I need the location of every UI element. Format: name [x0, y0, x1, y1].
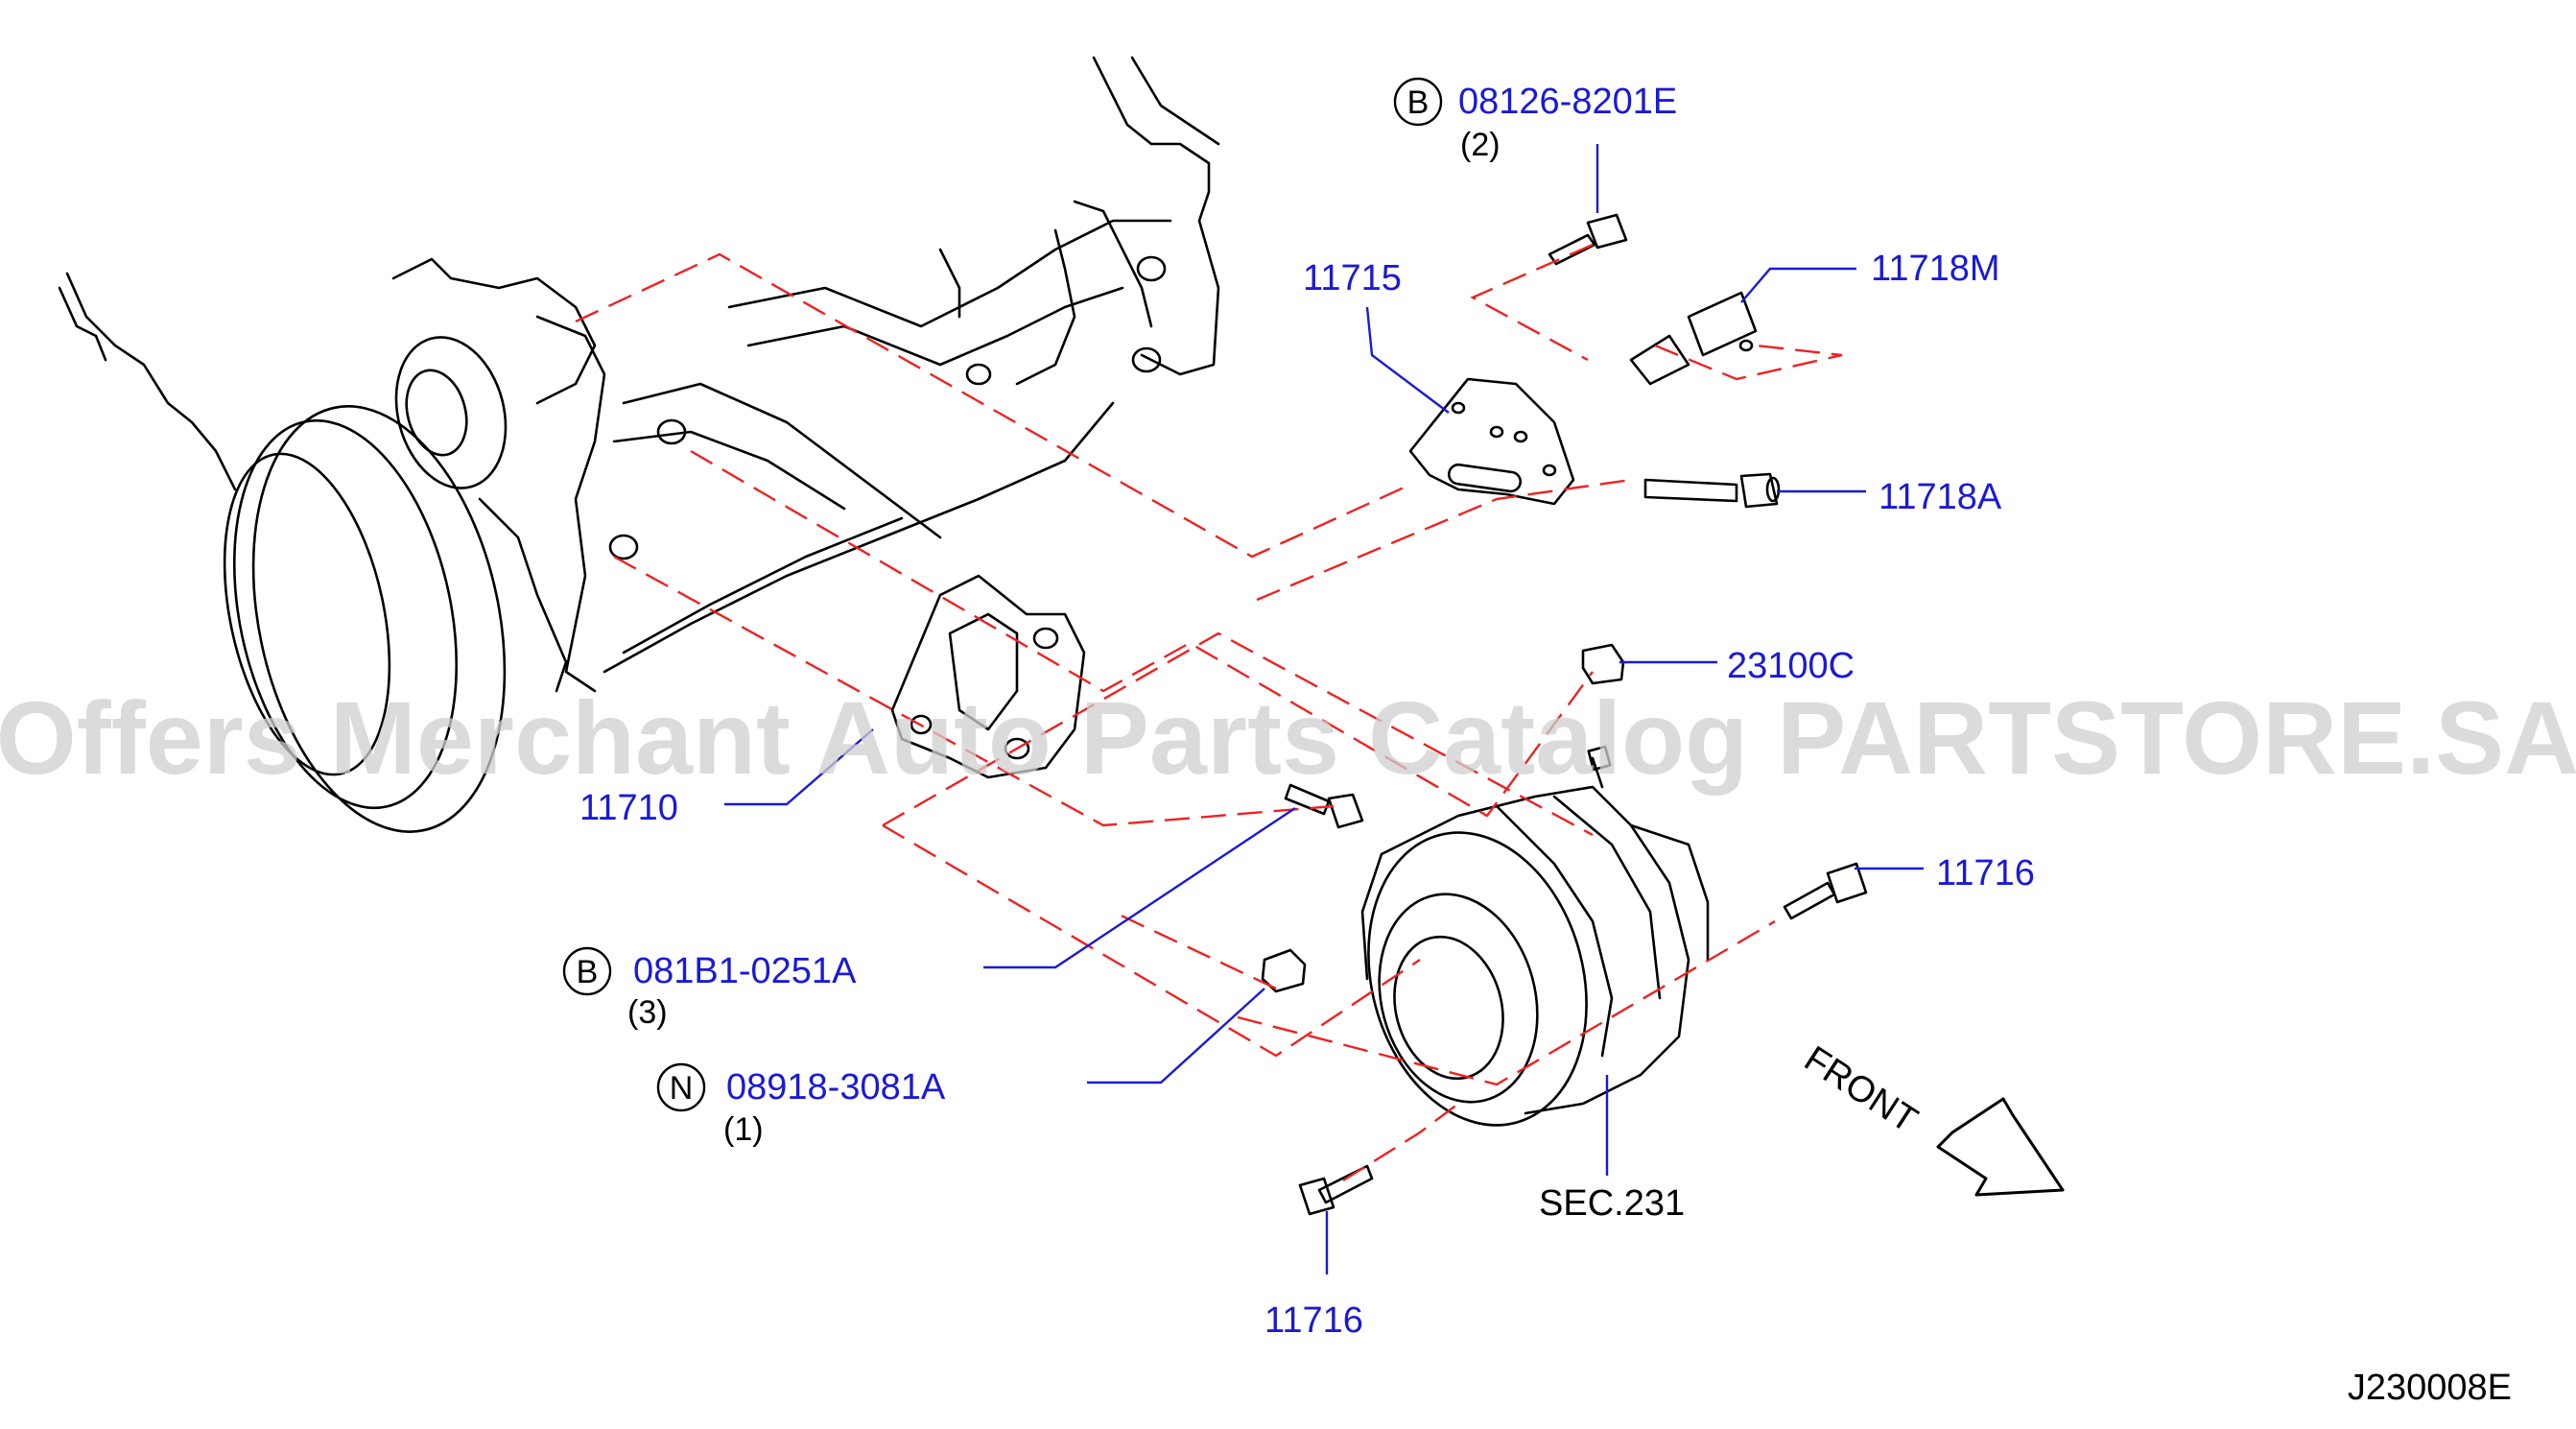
- phantom-lines: [575, 243, 1843, 1182]
- front-arrow-icon: [1936, 1097, 2065, 1197]
- drawing-id: J230008E: [2348, 1368, 2512, 1408]
- engine-block-drawing: [58, 56, 1220, 833]
- part-label-11718A[interactable]: 11718A: [1879, 477, 2002, 517]
- part-label-11715[interactable]: 11715: [1303, 258, 1402, 298]
- part-label-11716-bottom[interactable]: 11716: [1264, 1300, 1363, 1341]
- part-labels: 08126-8201E (2) 11715 11718M 11718A 2310…: [579, 82, 2035, 1341]
- qty-label-08126-8201E: (2): [1460, 127, 1501, 163]
- section-label-sec-231[interactable]: SEC.231: [1539, 1183, 1685, 1224]
- leader-lines: [724, 144, 1924, 1274]
- part-label-08126-8201E[interactable]: 08126-8201E: [1458, 82, 1677, 122]
- badges: B B N: [562, 77, 1443, 1112]
- badge-n: N: [670, 1070, 694, 1107]
- part-label-081B1-0251A[interactable]: 081B1-0251A: [633, 951, 857, 991]
- part-label-11710[interactable]: 11710: [579, 788, 678, 828]
- part-label-11718M[interactable]: 11718M: [1871, 249, 2000, 289]
- part-label-11716-right[interactable]: 11716: [1936, 853, 2035, 893]
- front-indicator: FRONT: [1797, 1038, 2065, 1197]
- part-label-08918-3081A[interactable]: 08918-3081A: [726, 1067, 946, 1107]
- qty-label-081B1-0251A: (3): [627, 994, 668, 1031]
- badge-b-top-circle: [1393, 77, 1443, 127]
- front-label: FRONT: [1797, 1038, 1925, 1141]
- qty-label-08918-3081A: (1): [723, 1111, 764, 1148]
- bracket-11715-drawing: [1408, 377, 1575, 506]
- badge-n-circle: [656, 1062, 706, 1112]
- badge-b-mid: B: [577, 954, 599, 990]
- alternator-drawing: [1360, 745, 1710, 1127]
- bracket-11710-drawing: [890, 574, 1086, 779]
- watermark: Offers Merchant Auto Parts Catalog PARTS…: [0, 679, 2576, 796]
- badge-b-top: B: [1407, 84, 1430, 121]
- badge-b-mid-circle: [562, 946, 612, 996]
- part-label-23100C[interactable]: 23100C: [1727, 646, 1855, 686]
